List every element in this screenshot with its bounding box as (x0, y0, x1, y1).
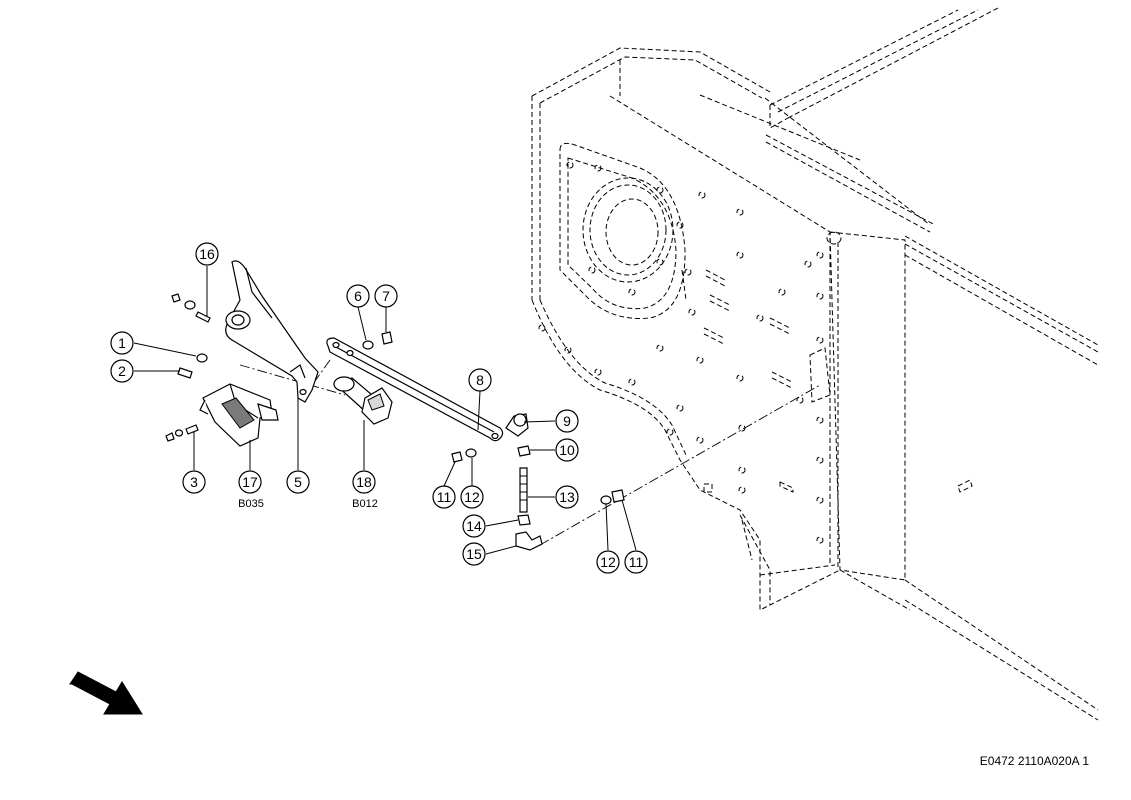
callout-number: 8 (476, 372, 484, 388)
callout-17: 17 B035 (238, 470, 264, 510)
callout-16: 16 (195, 242, 219, 266)
bolt-7 (381, 331, 393, 345)
washer-12-right (600, 495, 612, 505)
callout-number: 16 (199, 246, 215, 262)
callout-number: 12 (600, 554, 616, 570)
fastener-16 (171, 293, 211, 323)
leader-lines (133, 266, 637, 555)
callout-number: 18 (356, 474, 372, 490)
fastener-3 (165, 424, 199, 442)
assembly-axis-left (239, 364, 346, 396)
nut-14 (517, 514, 531, 526)
bolt-2 (177, 367, 193, 379)
callout-number: 2 (118, 363, 126, 379)
nut-11-right (611, 489, 625, 503)
direction-arrow-icon (69, 671, 143, 715)
callout-number: 14 (466, 518, 482, 534)
drawing-reference-code: E0472 2110A020A 1 (979, 754, 1089, 768)
callout-3: 3 (182, 470, 206, 494)
bracket-part (225, 260, 319, 403)
callout-sublabel: B012 (352, 498, 378, 510)
callout-14: 14 (462, 514, 486, 538)
assembly-axis-bracket (304, 359, 331, 396)
callout-number: 17 (242, 474, 258, 490)
callout-8: 8 (468, 368, 492, 392)
callout-5: 5 (286, 470, 310, 494)
washer-1 (196, 353, 208, 363)
callout-number: 5 (294, 474, 302, 490)
machine-frame-outline (531, 7, 1099, 721)
ball-joint-15 (515, 531, 543, 551)
callout-number: 1 (118, 335, 126, 351)
callout-15: 15 (462, 542, 486, 566)
callout-number: 3 (190, 474, 198, 490)
callout-12-right: 12 (596, 550, 620, 574)
callout-11-left: 11 (432, 485, 456, 509)
callout-9: 9 (555, 409, 579, 433)
callout-number: 13 (559, 489, 575, 505)
callout-1: 1 (110, 331, 134, 355)
callout-number: 11 (629, 554, 644, 570)
callout-number: 9 (563, 413, 571, 429)
callout-10: 10 (555, 438, 579, 462)
callout-number: 6 (354, 288, 362, 304)
assembly-axis (539, 384, 821, 546)
threaded-rod-13 (519, 467, 528, 513)
callout-11-right: 11 (624, 550, 648, 574)
washer-12 (465, 448, 477, 458)
sensor-part (333, 376, 393, 425)
nut-10 (517, 445, 531, 457)
callout-13: 13 (555, 485, 579, 509)
callout-sublabel: B035 (238, 498, 264, 510)
link-rod-part (326, 337, 504, 442)
callout-number: 15 (466, 546, 482, 562)
callout-12-left: 12 (460, 485, 484, 509)
switch-unit-part (199, 383, 279, 447)
callout-number: 11 (437, 489, 452, 505)
nut-11 (451, 451, 463, 463)
callout-7: 7 (374, 284, 398, 308)
washer-6 (362, 340, 374, 350)
callout-number: 10 (559, 442, 575, 458)
callout-number: 7 (382, 288, 390, 304)
ball-joint-9 (505, 413, 529, 437)
callout-6: 6 (346, 284, 370, 308)
callout-number: 12 (464, 489, 480, 505)
callout-18: 18 B012 (352, 470, 378, 510)
callout-2: 2 (110, 359, 134, 383)
